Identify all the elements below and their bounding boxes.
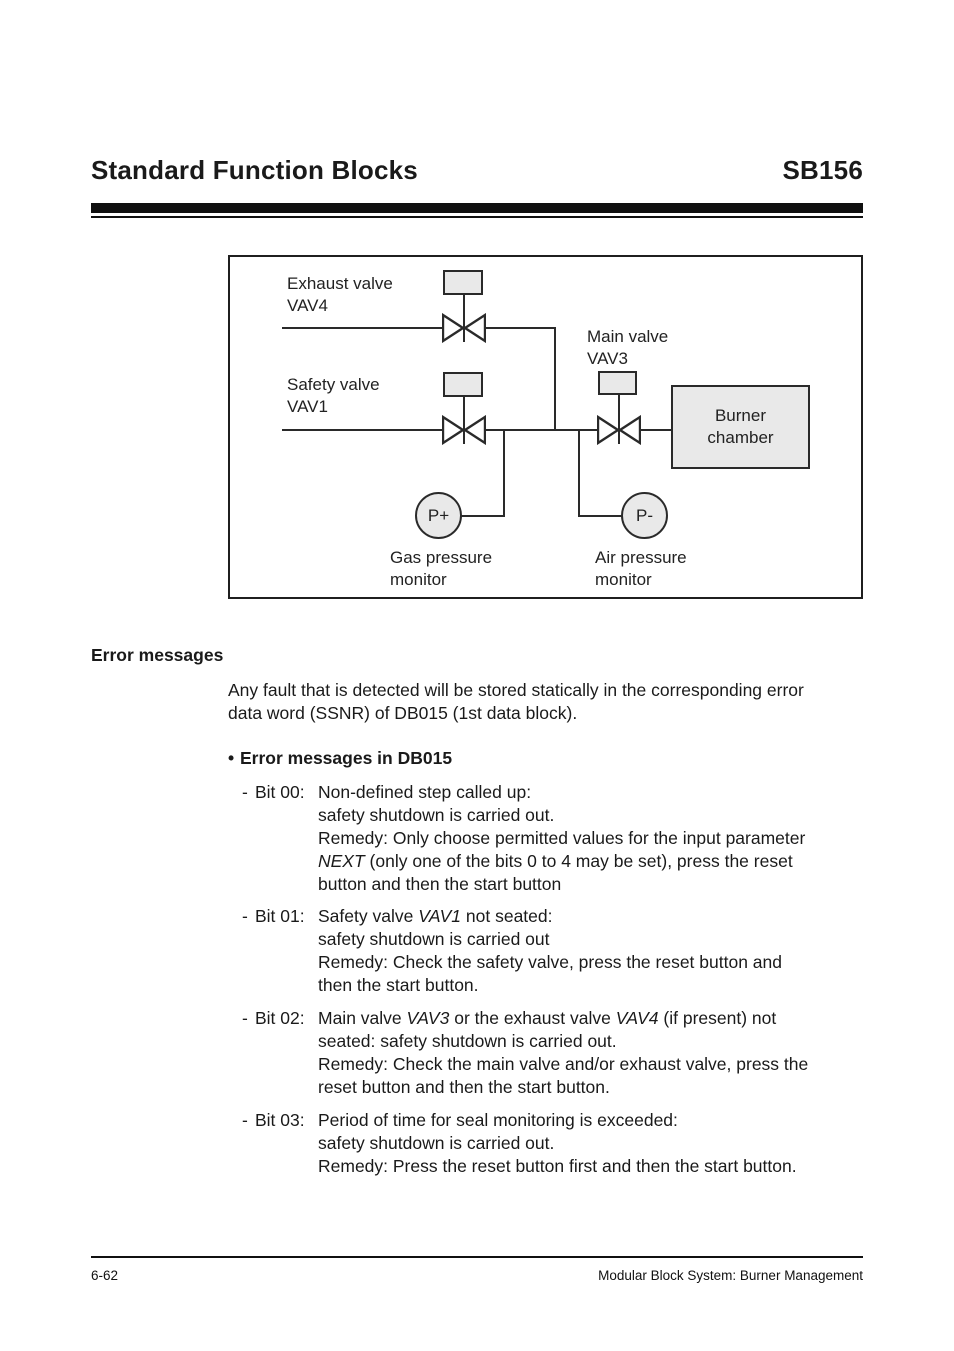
bit-description: Period of time for seal monitoring is ex… [318,1110,797,1176]
page-footer: 6-62 Modular Block System: Burner Manage… [91,1268,863,1283]
gas-monitor-label: Gas pressure monitor [390,548,493,589]
header-rule-thick [91,203,863,213]
bit-dash: - [242,1008,248,1028]
main-valve-stem [618,394,620,444]
exhaust-valve-stem [463,294,465,342]
safety-valve-stem [463,396,465,444]
bullet-icon: • [228,748,235,768]
gas-monitor-link-line [459,515,505,517]
error-bit-item-01: - Bit 01: Safety valve VAV1 not seated:s… [242,905,863,997]
bit-label: Bit 01: [255,906,305,926]
db015-subheading: • Error messages in DB015 [228,748,452,769]
bit-label: Bit 03: [255,1110,305,1130]
air-monitor-label: Air pressure monitor [595,548,687,589]
exhaust-valve-icon [442,313,486,343]
bit-label: Bit 02: [255,1008,305,1028]
page-header: Standard Function Blocks SB156 [91,155,863,186]
db015-subheading-label: Error messages in DB015 [240,748,453,768]
bit-description: Safety valve VAV1 not seated:safety shut… [318,906,782,995]
bit-dash: - [242,1110,248,1130]
air-pressure-gauge: P- [621,492,668,539]
page-title: Standard Function Blocks [91,155,418,185]
error-intro-paragraph: Any fault that is detected will be store… [228,680,804,723]
error-messages-heading: Error messages [91,645,224,665]
gas-monitor-drop-line [503,429,505,517]
footer-rule [91,1256,863,1258]
bit-dash: - [242,782,248,802]
air-monitor-drop-line [578,429,580,517]
safety-valve-actuator-box [443,372,483,397]
valve-piping-diagram: Burner chamber P+ P- Exhaust valve VAV4 … [228,255,863,599]
safety-valve-icon [442,415,486,445]
exhaust-drop-line [554,327,556,431]
burner-chamber-box: Burner chamber [671,385,810,469]
gas-pressure-gauge: P+ [415,492,462,539]
main-valve-label: Main valve VAV3 [587,327,669,368]
air-monitor-link-line [578,515,624,517]
block-code: SB156 [782,155,863,185]
error-bit-item-02: - Bit 02: Main valve VAV3 or the exhaust… [242,1007,863,1099]
main-valve-actuator-box [598,371,637,395]
bit-dash: - [242,906,248,926]
page-number: 6-62 [91,1268,119,1283]
error-bit-item-03: - Bit 03: Period of time for seal monito… [242,1109,863,1178]
exhaust-valve-label: Exhaust valve VAV4 [287,274,393,315]
bit-description: Non-defined step called up:safety shutdo… [318,782,806,894]
main-valve-icon [597,415,641,445]
error-bit-item-00: - Bit 00: Non-defined step called up:saf… [242,781,863,896]
header-rule-thin [91,216,863,218]
safety-valve-label: Safety valve VAV1 [287,375,380,416]
footer-doc-title: Modular Block System: Burner Management [598,1268,863,1283]
exhaust-pipe-line [282,327,556,329]
bit-description: Main valve VAV3 or the exhaust valve VAV… [318,1008,809,1097]
exhaust-valve-actuator-box [443,270,483,295]
bit-label: Bit 00: [255,782,305,802]
